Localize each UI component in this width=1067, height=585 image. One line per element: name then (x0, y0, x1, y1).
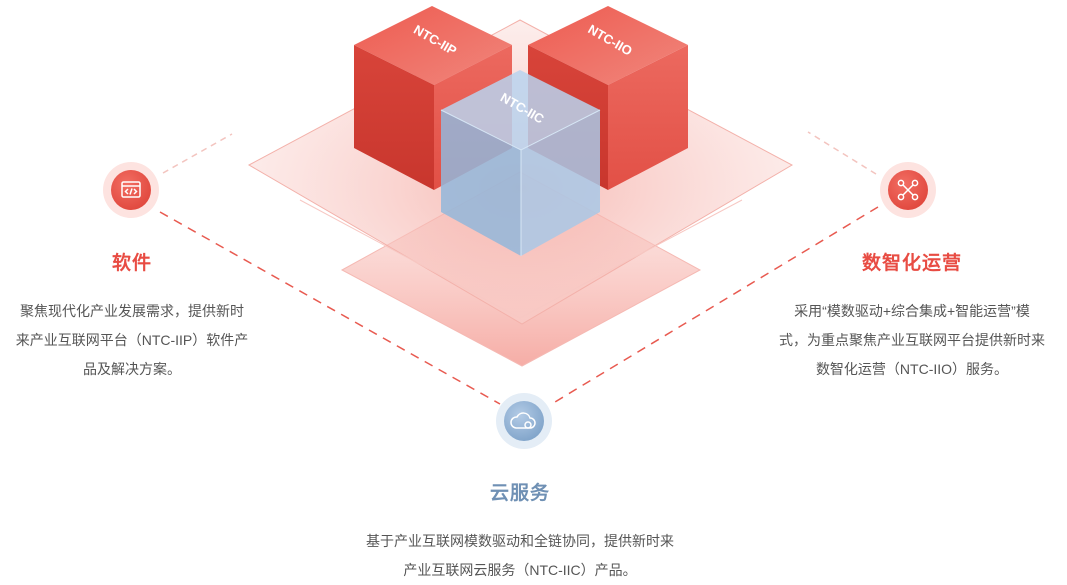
connector-software-cloud (159, 211, 501, 405)
software-title: 软件 (111, 253, 152, 274)
operations-description: 采用“模数驱动+综合集成+智能运营”模 式，为重点聚焦产业互联网平台提供新时来 … (757, 297, 1067, 384)
cloud-description: 基于产业互联网模数驱动和全链协同，提供新时来 产业互联网云服务（NTC-IIC）… (340, 527, 700, 585)
connector-operations-upper (807, 131, 877, 175)
connector-software-upper (162, 133, 233, 174)
software-desc-line: 来产业互联网平台（NTC-IIP）软件产 (15, 332, 249, 348)
cloud-desc-line: 产业互联网云服务（NTC-IIC）产品。 (403, 562, 637, 578)
software-description: 聚焦现代化产业发展需求，提供新时 来产业互联网平台（NTC-IIP）软件产 品及… (0, 297, 264, 384)
cube-ntc-iic: NTC-IIC (440, 70, 601, 256)
software-desc-line: 品及解决方案。 (83, 361, 181, 377)
operations-block: 数智化运营 采用“模数驱动+综合集成+智能运营”模 式，为重点聚焦产业互联网平台… (757, 248, 1067, 384)
software-block: 软件 聚焦现代化产业发展需求，提供新时 来产业互联网平台（NTC-IIP）软件产… (0, 248, 264, 384)
operations-desc-line: 式，为重点聚焦产业互联网平台提供新时来 (779, 332, 1045, 348)
software-node-icon (103, 162, 159, 218)
software-desc-line: 聚焦现代化产业发展需求，提供新时 (20, 303, 244, 319)
network-nodes-icon (897, 179, 919, 201)
operations-node-icon (880, 162, 936, 218)
code-window-icon (121, 181, 141, 198)
platform-inner-line (299, 199, 743, 319)
cloud-icon (510, 412, 536, 429)
operations-title: 数智化运营 (861, 253, 962, 274)
cloud-title: 云服务 (489, 483, 550, 504)
operations-desc-line: 采用“模数驱动+综合集成+智能运营”模 (794, 303, 1030, 319)
operations-desc-line: 数智化运营（NTC-IIO）服务。 (815, 361, 1009, 377)
cloud-desc-line: 基于产业互联网模数驱动和全链协同，提供新时来 (366, 533, 674, 549)
cloud-block: 云服务 基于产业互联网模数驱动和全链协同，提供新时来 产业互联网云服务（NTC-… (340, 478, 700, 585)
connector-lines (159, 131, 879, 406)
cloud-node-icon (496, 393, 552, 449)
